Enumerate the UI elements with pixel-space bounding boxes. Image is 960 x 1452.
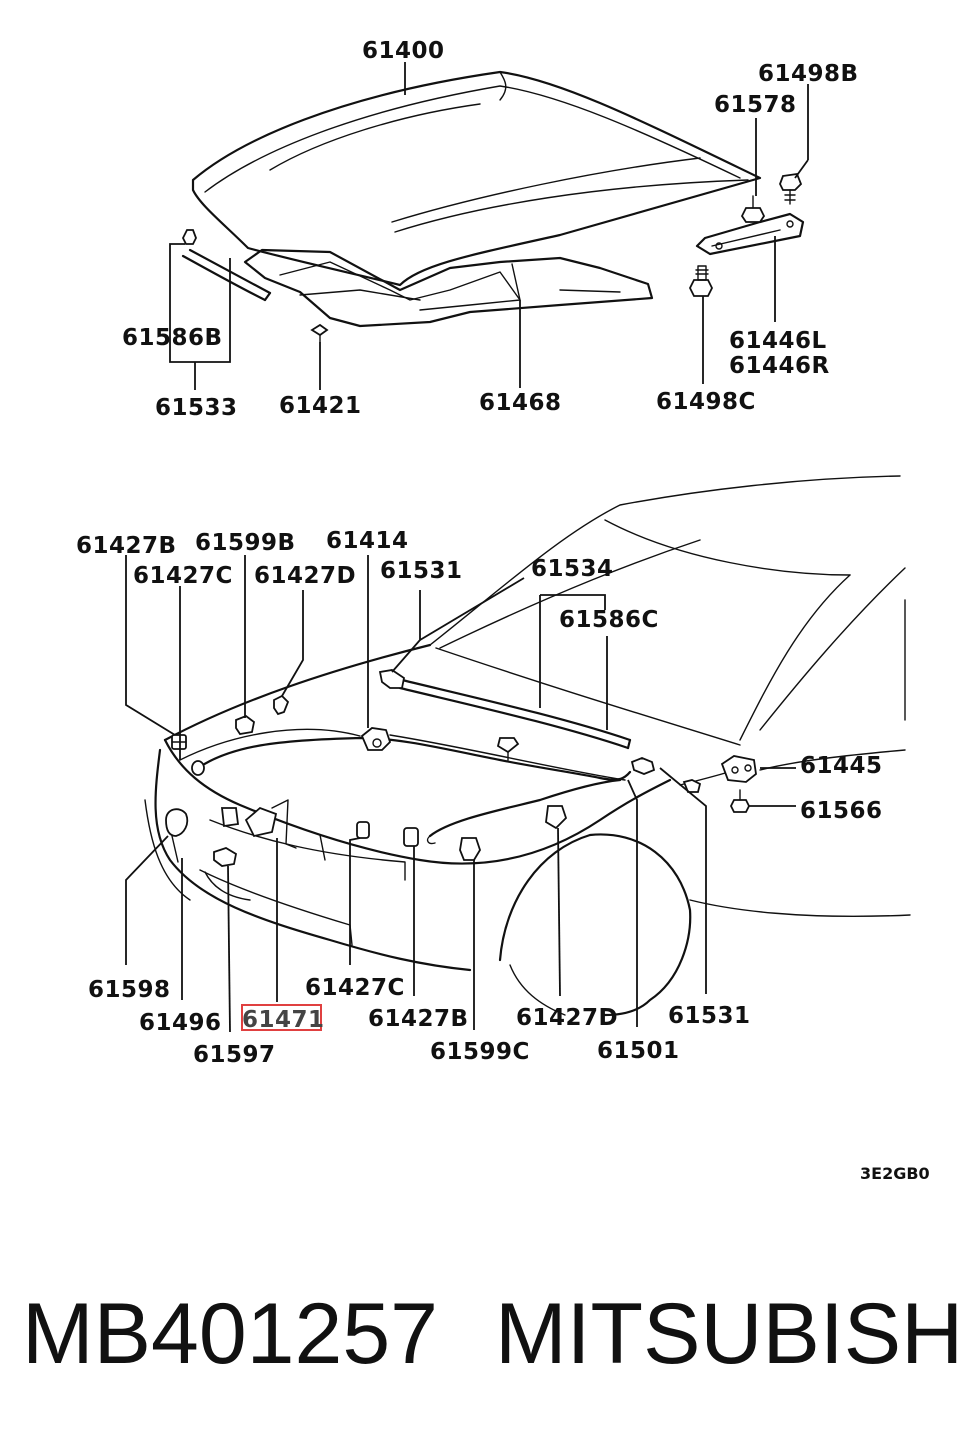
label-61468: 61468 xyxy=(479,390,562,416)
label-61400: 61400 xyxy=(362,38,445,64)
label-61586c: 61586C xyxy=(559,607,659,633)
car-front-leader-lines xyxy=(125,555,796,1033)
label-61427c-top: 61427C xyxy=(133,563,233,589)
label-61566: 61566 xyxy=(800,798,883,824)
label-61586b: 61586B xyxy=(122,325,223,351)
footer: MB401257 MITSUBISHI xyxy=(0,1285,960,1395)
label-61501: 61501 xyxy=(597,1038,680,1064)
brand-name: MITSUBISHI xyxy=(495,1286,960,1382)
hood-assembly-drawing xyxy=(181,70,805,343)
label-61496: 61496 xyxy=(139,1010,222,1036)
label-61427c-bottom: 61427C xyxy=(305,975,405,1001)
diagram-reference-code: 3E2GB0 xyxy=(860,1164,930,1183)
label-61597: 61597 xyxy=(193,1042,276,1068)
part-number: MB401257 xyxy=(22,1286,438,1382)
label-61414: 61414 xyxy=(326,528,409,554)
label-61534: 61534 xyxy=(531,556,614,582)
highlight-box-61471 xyxy=(241,1004,322,1031)
label-61531-bottom: 61531 xyxy=(668,1003,751,1029)
label-61427d-bottom: 61427D xyxy=(516,1005,618,1031)
label-61427d-top: 61427D xyxy=(254,563,356,589)
label-61498c: 61498C xyxy=(656,389,756,415)
label-61599c: 61599C xyxy=(430,1039,530,1065)
label-61445: 61445 xyxy=(800,753,883,779)
label-61531-top: 61531 xyxy=(380,558,463,584)
label-61598: 61598 xyxy=(88,977,171,1003)
hood-part-labels: 61400 61498B 61578 61586B 61533 61421 61… xyxy=(122,38,859,421)
label-61446l: 61446L xyxy=(729,328,827,354)
label-61471: 61471 xyxy=(242,1007,325,1033)
label-61498b: 61498B xyxy=(758,61,859,87)
label-61578: 61578 xyxy=(714,92,797,118)
label-61427b-top: 61427B xyxy=(76,533,177,559)
hood-leader-lines xyxy=(169,62,809,390)
label-61533: 61533 xyxy=(155,395,238,421)
car-front-drawing xyxy=(144,475,911,1017)
car-front-part-labels: 61427B 61599B 61414 61427C 61427D 61531 … xyxy=(76,528,883,1068)
label-61446r: 61446R xyxy=(729,353,830,379)
label-61421: 61421 xyxy=(279,393,362,419)
label-61427b-bottom: 61427B xyxy=(368,1006,469,1032)
label-61599b: 61599B xyxy=(195,530,296,556)
